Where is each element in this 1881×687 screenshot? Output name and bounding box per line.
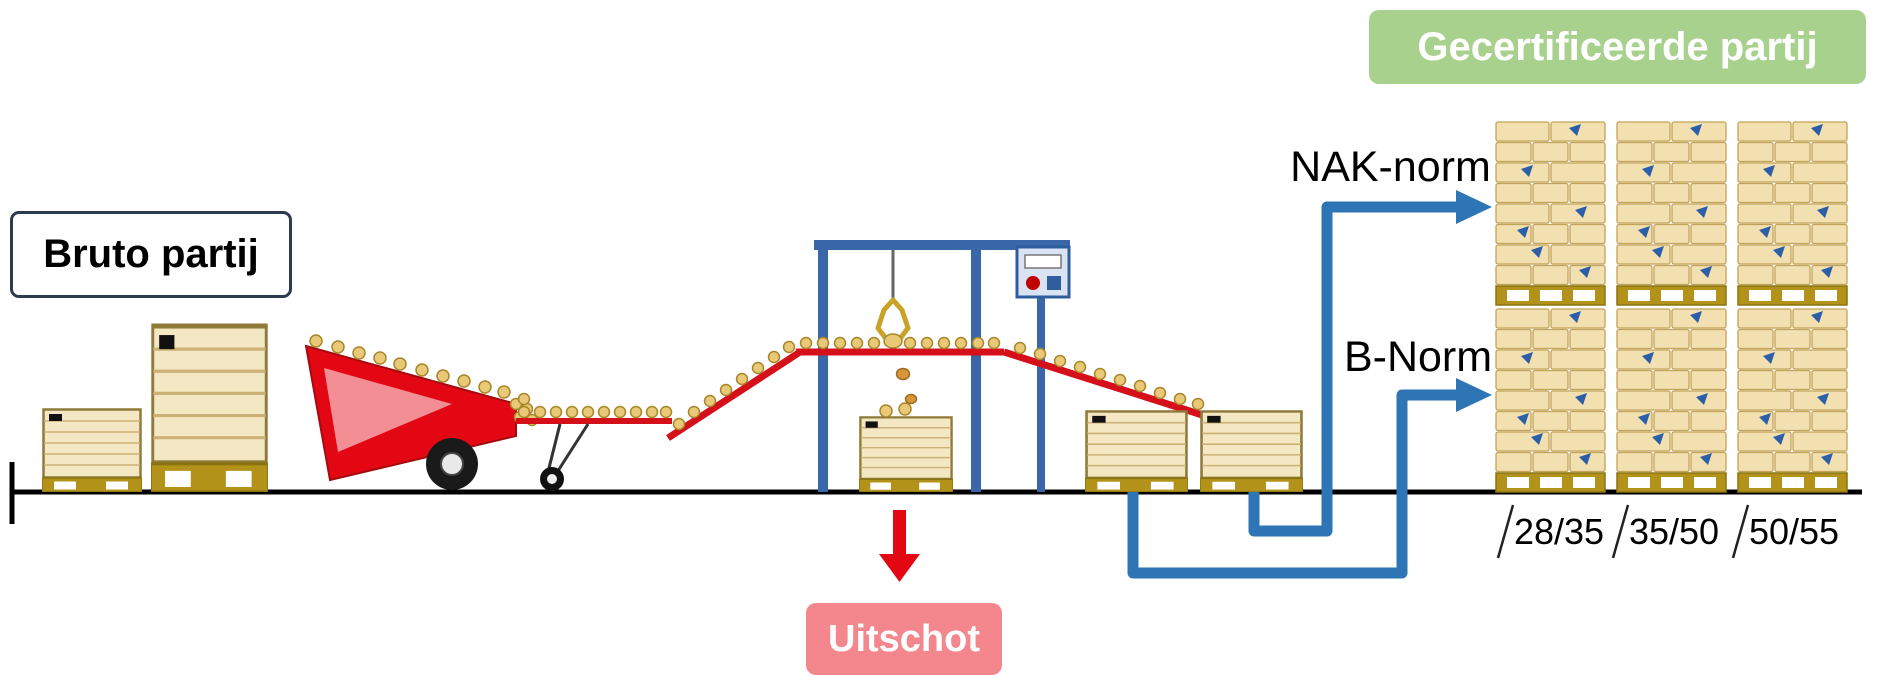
grab-claw — [875, 250, 911, 349]
certified-label: Gecertificeerde partij — [1369, 10, 1866, 84]
output-crate-2 — [1200, 410, 1303, 492]
feed-conveyor — [516, 405, 673, 491]
main-conveyor — [666, 336, 1220, 441]
control-panel — [1015, 245, 1071, 299]
potatoes-on-main-belt — [672, 336, 1205, 431]
pallet-stack-top-1 — [1495, 121, 1606, 306]
potatoes-on-trailer — [309, 334, 539, 427]
potatoes-on-feed-belt — [517, 405, 673, 419]
pallet-stack-top-2 — [1616, 121, 1727, 306]
reject-arrow — [879, 510, 920, 582]
reject-crate — [859, 416, 953, 492]
inspection-frame — [814, 240, 1070, 492]
size-class-label-1: 28/35 — [1513, 511, 1605, 552]
b-norm-label: B-Norm — [1343, 332, 1493, 381]
pallet-stack-bottom-1 — [1495, 308, 1606, 493]
nak-flow-arrow — [1248, 190, 1492, 537]
left-crate-small — [42, 408, 142, 492]
size-dividers — [1496, 504, 1750, 559]
bruto-partij-label: Bruto partij — [10, 211, 292, 298]
tipper-trailer — [304, 334, 539, 490]
pallet-stack-top-3 — [1737, 121, 1848, 306]
b-flow-arrow — [1127, 378, 1492, 579]
size-class-label-3: 50/55 — [1748, 511, 1840, 552]
nak-norm-label: NAK-norm — [1290, 142, 1491, 191]
pallet-stack-bottom-3 — [1737, 308, 1848, 493]
falling-potatoes — [895, 367, 918, 405]
output-crate-1 — [1085, 410, 1188, 492]
reject-label: Uitschot — [806, 603, 1002, 675]
left-crate-large — [151, 326, 268, 492]
potatoes-in-reject-crate — [879, 402, 912, 418]
pallet-stack-bottom-2 — [1616, 308, 1727, 493]
size-class-label-2: 35/50 — [1628, 511, 1720, 552]
